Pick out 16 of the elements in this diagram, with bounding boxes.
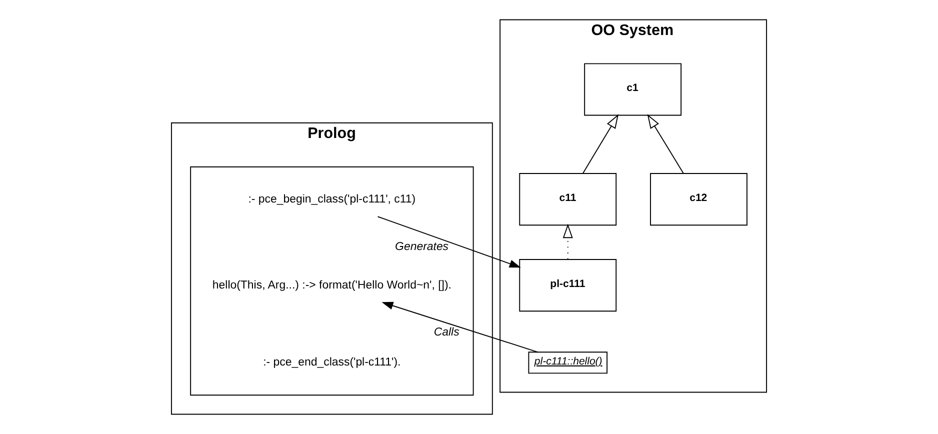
node-box: pl-c111::hello() — [528, 352, 608, 374]
node-text: :- pce_end_class('pl-c111'). — [263, 356, 401, 369]
node-text: :- pce_begin_class('pl-c111', c11) — [248, 193, 416, 206]
edge-label: Generates — [395, 241, 449, 254]
arrow — [647, 114, 684, 174]
node-box: pl-c111 — [519, 259, 617, 312]
cluster — [190, 166, 474, 396]
arrow — [382, 302, 538, 353]
edge-label: Calls — [434, 326, 460, 339]
arrow — [377, 216, 521, 268]
node-box: c11 — [519, 173, 617, 226]
node-text: hello(This, Arg...) :-> format('Hello World~n', []). — [212, 279, 452, 292]
arrow — [582, 114, 619, 174]
arrow — [562, 224, 573, 260]
node-box: c12 — [650, 173, 748, 226]
node-box: c1 — [584, 63, 682, 116]
